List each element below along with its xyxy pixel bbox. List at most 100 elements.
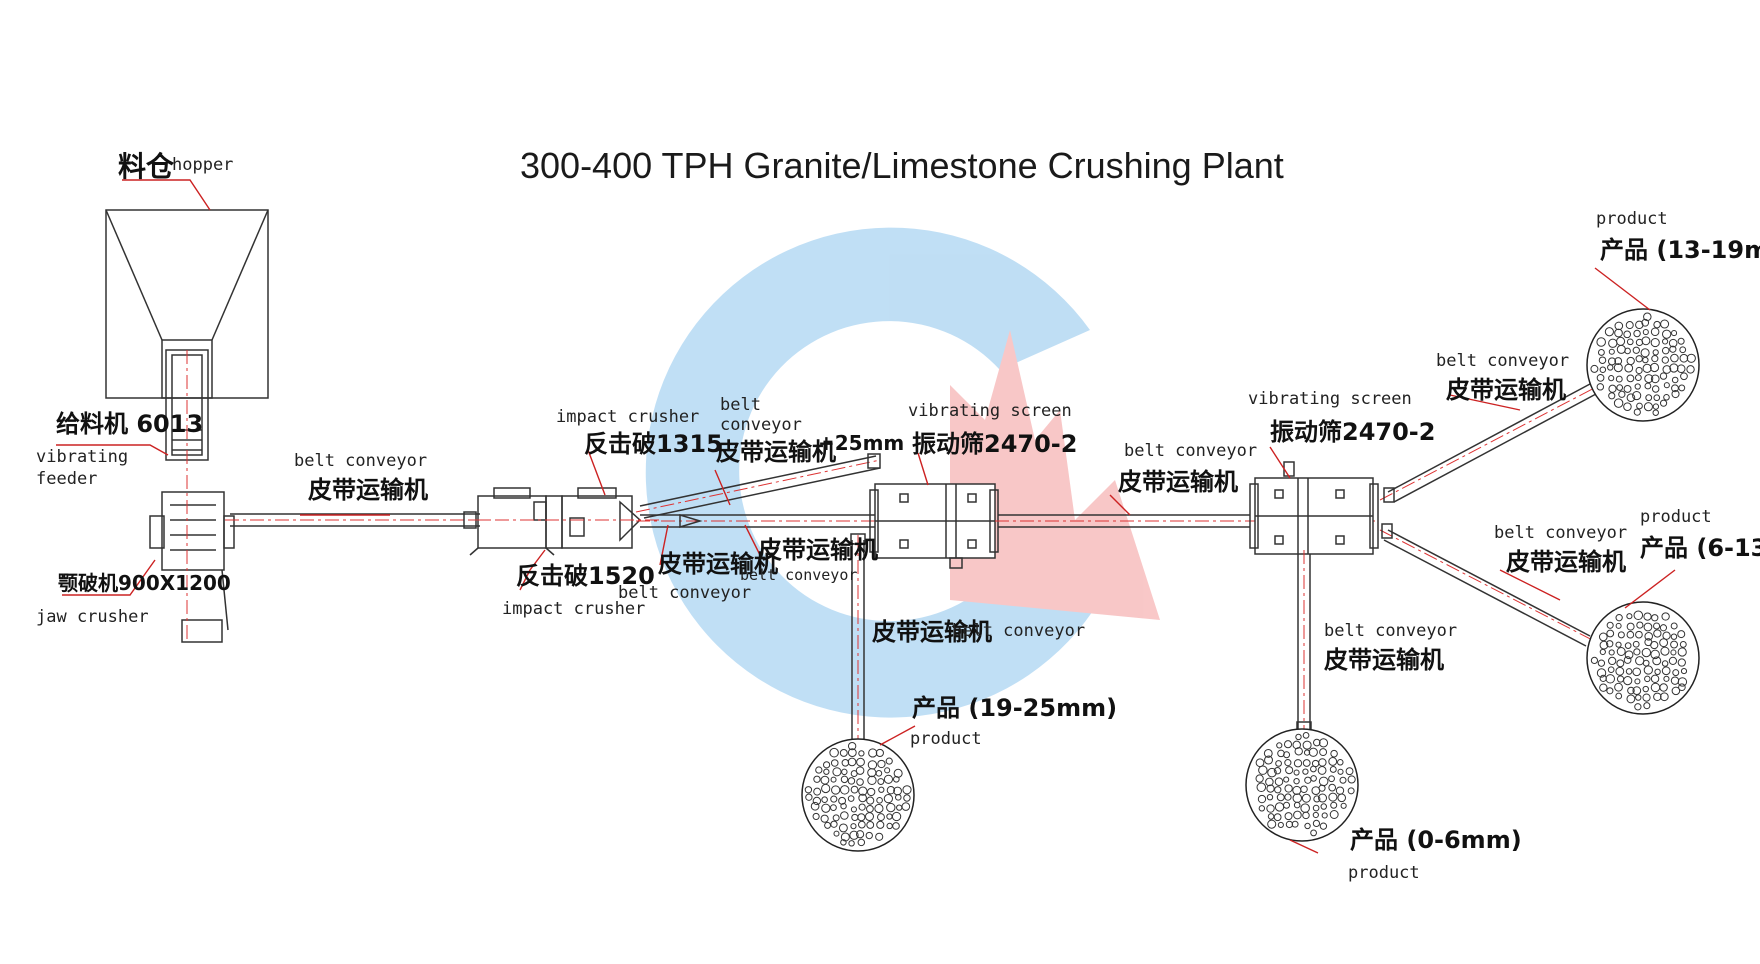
pebble-mark	[1668, 656, 1678, 665]
belt-2-label-cn: 皮带运输机	[716, 438, 836, 466]
pebble-mark	[1328, 757, 1338, 766]
pebble-mark	[1320, 803, 1327, 810]
jaw-crusher-label-en: jaw crusher	[36, 607, 149, 627]
pebble-mark	[1608, 375, 1615, 382]
pebble-mark	[813, 787, 822, 796]
pebble-mark	[823, 761, 831, 769]
pebble-mark	[829, 747, 839, 758]
pebble-mark	[1255, 774, 1264, 783]
feeder-label-en-2: feeder	[36, 469, 97, 489]
pebble-mark	[1347, 775, 1356, 784]
pebble-mark	[1632, 640, 1640, 648]
pebble-mark	[840, 832, 850, 842]
pebble-mark	[1653, 629, 1662, 638]
pebble-mark	[1678, 384, 1686, 392]
pebble-mark	[1330, 749, 1338, 758]
pebble-mark	[1606, 621, 1614, 629]
pebble-mark	[1310, 829, 1317, 837]
pebble-mark	[901, 802, 911, 811]
pebble-mark	[1632, 346, 1640, 354]
pebble-mark	[1283, 801, 1291, 809]
product-pile-6-13	[1586, 601, 1700, 715]
pebble-mark	[858, 750, 865, 757]
belt-8-label-en: belt conveyor	[1436, 351, 1569, 371]
pebble-mark	[1608, 649, 1615, 656]
vibrating-screen-1	[869, 483, 999, 569]
pebble-mark	[1659, 683, 1668, 692]
pebble-mark	[1641, 336, 1651, 346]
vibrating-screen-2	[1249, 461, 1379, 555]
pebble-mark	[1293, 777, 1300, 785]
product-6-13-label-cn: 产品 (6-13mm)	[1640, 534, 1760, 562]
pebble-mark	[878, 786, 885, 793]
pebble-mark	[883, 794, 893, 804]
pebble-mark	[821, 803, 831, 813]
pebble-mark	[1302, 740, 1312, 750]
pebble-mark	[1670, 633, 1678, 640]
belt-conveyor-9	[1379, 523, 1601, 647]
pebble-mark	[1596, 383, 1605, 391]
pebble-mark	[867, 775, 877, 786]
pebble-mark	[1606, 629, 1615, 638]
pebble-mark	[1679, 640, 1687, 648]
pebble-mark	[877, 813, 885, 822]
pebble-mark	[1318, 738, 1329, 748]
pebble-mark	[1635, 366, 1643, 375]
pebble-mark	[857, 813, 866, 822]
pebble-mark	[847, 757, 857, 767]
pebble-mark	[1302, 811, 1310, 820]
pebble-mark	[1304, 822, 1311, 830]
pebble-mark	[1653, 692, 1662, 702]
pebble-mark	[1635, 694, 1642, 701]
pebble-mark	[1659, 624, 1668, 632]
screen-2-label-en: vibrating screen	[1248, 389, 1412, 409]
pebble-mark	[850, 823, 857, 830]
belt-conveyor-7	[1296, 550, 1312, 735]
pebble-mark	[824, 821, 831, 829]
pebble-mark	[1659, 372, 1668, 380]
product-0-6-label-cn: 产品 (0-6mm)	[1350, 826, 1522, 854]
pebble-mark	[877, 778, 885, 786]
pebble-mark	[1265, 777, 1274, 787]
pebble-mark	[1660, 692, 1669, 702]
pebble-mark	[1644, 632, 1653, 641]
pebble-mark	[1347, 787, 1355, 795]
pebble-mark	[1634, 678, 1641, 685]
pebble-mark	[1293, 769, 1300, 776]
pebble-mark	[1328, 775, 1335, 783]
pebble-mark	[1283, 740, 1293, 749]
pebble-mark	[1266, 794, 1274, 801]
pebble-mark	[1644, 374, 1654, 384]
pebble-mark	[1599, 366, 1607, 373]
pebble-mark	[832, 767, 842, 777]
pebble-mark	[1598, 356, 1607, 364]
pebble-mark	[839, 785, 850, 795]
belt-conveyor-2-return	[635, 453, 881, 519]
pebble-mark	[1670, 649, 1677, 656]
pebble-mark	[1267, 819, 1277, 829]
belt-1-label-cn: 皮带运输机	[308, 476, 428, 504]
pebble-mark	[1663, 393, 1670, 401]
pebble-mark	[1663, 382, 1670, 389]
pebble-mark	[1627, 686, 1635, 695]
impact-crusher-1520	[469, 487, 563, 556]
pebble-mark	[1668, 338, 1678, 348]
pebble-mark	[1677, 630, 1686, 639]
pebble-mark	[1653, 394, 1661, 402]
pebble-mark	[1650, 674, 1660, 684]
pebble-mark	[1669, 363, 1679, 373]
pebble-mark	[1661, 612, 1670, 621]
pebble-mark	[833, 830, 840, 837]
pebble-mark	[1266, 804, 1275, 813]
pebble-mark	[1615, 375, 1623, 383]
pebble-mark	[1284, 759, 1292, 767]
pebble-mark	[1641, 647, 1652, 658]
pebble-mark	[823, 768, 830, 775]
pebble-mark	[1329, 765, 1337, 773]
pebble-mark	[1626, 622, 1635, 631]
pebble-mark	[1596, 668, 1607, 678]
pebble-mark	[1651, 614, 1659, 622]
pebble-mark	[821, 796, 828, 804]
belt-2-label-en-1: belt	[720, 395, 761, 415]
pebble-mark	[902, 785, 912, 795]
